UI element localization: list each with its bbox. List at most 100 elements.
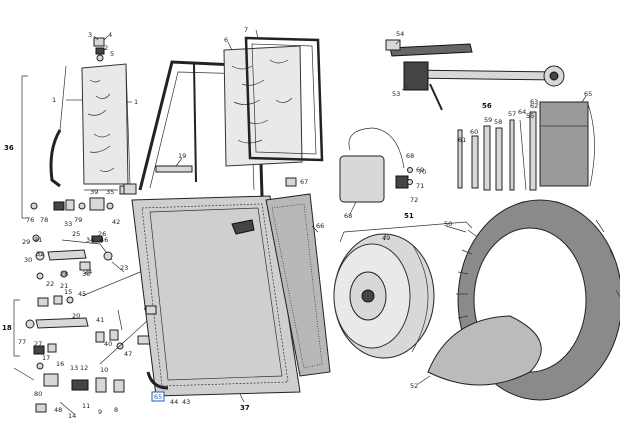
label-32: 32 (36, 250, 44, 258)
label-28: 28 (60, 270, 68, 278)
label-21: 21 (60, 282, 68, 290)
bracket-18 (13, 299, 20, 357)
label-22: 22 (46, 280, 54, 288)
label-51: 51 (404, 212, 414, 220)
label-67: 67 (300, 178, 308, 186)
label-27: 27 (34, 340, 42, 348)
label-33: 33 (64, 220, 72, 228)
label-19: 19 (178, 152, 186, 160)
tyre (456, 199, 620, 401)
label-60: 60 (470, 128, 478, 136)
label-11: 11 (82, 402, 90, 410)
label-72: 72 (410, 196, 418, 204)
label-57: 57 (508, 110, 516, 118)
label-24: 24 (84, 268, 92, 276)
label-30: 30 (24, 256, 32, 264)
label-18: 18 (2, 324, 12, 332)
label-31: 31 (34, 236, 42, 244)
horn-unit (339, 127, 413, 203)
label-1a: 1 (52, 96, 56, 104)
label-8: 8 (114, 406, 118, 414)
label-45: 45 (78, 290, 86, 298)
label-46: 46 (100, 236, 108, 244)
label-15: 15 (64, 288, 72, 296)
label-47: 47 (124, 350, 132, 358)
label-12: 12 (80, 364, 88, 372)
label-56: 56 (482, 102, 492, 110)
label-35: 35 (106, 188, 114, 196)
label-50: 50 (444, 220, 452, 228)
label-66: 66 (316, 222, 324, 230)
window-frame (244, 36, 324, 162)
label-54: 54 (396, 30, 404, 38)
label-14: 14 (68, 412, 76, 420)
label-58: 58 (494, 118, 502, 126)
label-59: 59 (484, 116, 492, 124)
label-44: 44 (170, 398, 178, 406)
door-handle-assembly (13, 295, 125, 415)
bracket-36 (21, 75, 28, 219)
label-13: 13 (70, 364, 78, 372)
label-26: 26 (98, 230, 106, 238)
label-6: 6 (224, 36, 228, 44)
label-76: 76 (26, 216, 34, 224)
door-window-glass (223, 45, 303, 167)
label-79: 79 (74, 216, 82, 224)
label-42: 42 (112, 218, 120, 226)
label-40: 40 (104, 340, 112, 348)
label-4: 4 (108, 31, 112, 39)
label-43: 43 (182, 398, 190, 406)
label-52: 52 (410, 382, 418, 390)
label-71: 71 (416, 182, 424, 190)
label-16: 16 (56, 360, 64, 368)
quarter-window (49, 63, 131, 188)
label-2: 2 (104, 44, 108, 52)
label-41: 41 (96, 316, 104, 324)
label-10: 10 (100, 366, 108, 374)
label-9: 9 (98, 408, 102, 416)
label-7: 7 (244, 26, 248, 34)
label-68b: 68 (406, 152, 414, 160)
clip-67 (285, 177, 297, 187)
label-39: 39 (90, 188, 98, 196)
label-38: 38 (82, 270, 90, 278)
label-55: 55 (526, 112, 534, 120)
label-63: 63 (530, 98, 538, 106)
label-64: 64 (518, 108, 526, 116)
label-62: 62 (530, 102, 538, 110)
label-65: 65 (584, 90, 592, 98)
label-3: 3 (88, 31, 92, 39)
label-49: 49 (382, 234, 390, 242)
highlight-box (151, 391, 165, 402)
label-25: 25 (72, 230, 80, 238)
label-77: 77 (18, 338, 26, 346)
highlight-label: 65 (154, 393, 162, 401)
label-20: 20 (72, 312, 80, 320)
label-80: 80 (34, 390, 42, 398)
label-68: 68 (344, 212, 352, 220)
label-17: 17 (42, 354, 50, 362)
label-5: 5 (110, 50, 114, 58)
label-37: 37 (240, 404, 250, 412)
label-29: 29 (22, 238, 30, 246)
wheel-rim (333, 233, 435, 359)
trim-panel (265, 193, 331, 377)
label-70: 70 (418, 168, 426, 176)
label-23: 23 (120, 264, 128, 272)
jack (385, 39, 565, 111)
tool-kit (457, 101, 595, 191)
lock-assembly (32, 234, 125, 280)
label-53: 53 (392, 90, 400, 98)
leaders (66, 29, 587, 403)
label-34: 34 (86, 236, 94, 244)
label-48: 48 (54, 406, 62, 414)
bracket-51 (339, 221, 473, 243)
label-36: 36 (4, 144, 14, 152)
inner-tube (427, 315, 542, 386)
label-1b: 1 (134, 98, 138, 106)
label-69: 69 (416, 166, 424, 174)
label-61: 61 (458, 136, 466, 144)
hinge-parts-top (93, 37, 105, 62)
